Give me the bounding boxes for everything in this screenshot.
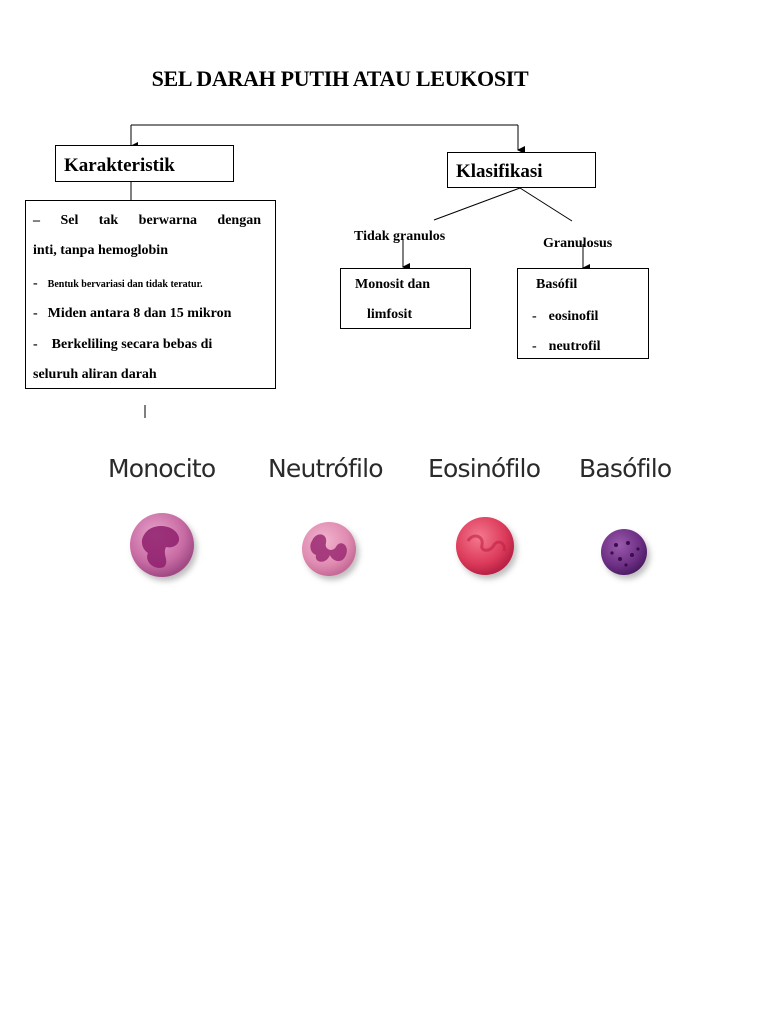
item4-dash: -	[33, 337, 38, 352]
monosit-box: Monosit dan limfosit	[340, 268, 471, 329]
item4: - Berkeliling secara bebas di	[33, 335, 212, 353]
basofil-item2-dash: -	[532, 339, 537, 354]
item2-text: Bentuk bervariasi dan tidak teratur.	[47, 279, 203, 290]
neutrofilo-cell	[302, 522, 356, 576]
cell-label-eosinofilo: Eosinófilo	[428, 454, 541, 483]
tidak-granulos-label: Tidak granulos	[354, 229, 446, 244]
word-1: Sel	[60, 213, 79, 228]
granulosus-label: Granulosus	[543, 236, 613, 251]
cell-label-basofilo: Basófilo	[579, 454, 672, 483]
item3-text: Miden antara 8 dan 15 mikron	[47, 306, 232, 321]
monosit-line2: limfosit	[367, 307, 413, 322]
connector-lines	[130, 124, 590, 418]
basofil-item2-text: neutrofil	[548, 339, 601, 354]
monocito-cell	[130, 513, 194, 577]
karakteristik-details: – Sel tak berwarna dengan inti, tanpa he…	[25, 200, 276, 389]
item2: - Bentuk bervariasi dan tidak teratur.	[33, 274, 203, 292]
item4-line1: Berkeliling secara bebas di	[51, 337, 213, 352]
basofil-box: Basófil - eosinofil - neutrofil	[517, 268, 649, 359]
word-3: berwarna	[138, 213, 197, 228]
page-title: SEL DARAH PUTIH ATAU LEUKOSIT	[151, 66, 529, 91]
item2-dash: -	[33, 276, 38, 291]
monosit-line1: Monosit dan	[355, 277, 431, 292]
item3-dash: -	[33, 306, 38, 321]
cell-images	[130, 513, 647, 577]
item3: - Miden antara 8 dan 15 mikron	[33, 304, 231, 322]
basofil-item1-text: eosinofil	[548, 309, 599, 324]
karakteristik-box: Karakteristik	[55, 145, 234, 182]
item1-line1: – Sel tak berwarna dengan	[33, 213, 261, 229]
basofilo-cell	[601, 529, 647, 575]
klasifikasi-heading: Klasifikasi	[456, 161, 543, 182]
cell-label-neutrofilo: Neutrófilo	[268, 454, 384, 483]
karakteristik-heading: Karakteristik	[64, 155, 175, 176]
item4-line2: seluruh aliran darah	[33, 367, 157, 382]
basofil-item2: - neutrofil	[532, 337, 601, 355]
eosinofilo-cell	[456, 517, 514, 575]
item1-dash: –	[33, 213, 40, 228]
cell-label-monocito: Monocito	[108, 454, 216, 483]
item1-line2: inti, tanpa hemoglobin	[33, 243, 168, 258]
basofil-item1-dash: -	[532, 309, 537, 324]
word-2: tak	[98, 213, 119, 228]
word-4: dengan	[217, 213, 261, 228]
basofil-item1: - eosinofil	[532, 307, 598, 325]
klasifikasi-box: Klasifikasi	[447, 152, 596, 188]
basofil-line1: Basófil	[536, 277, 578, 292]
